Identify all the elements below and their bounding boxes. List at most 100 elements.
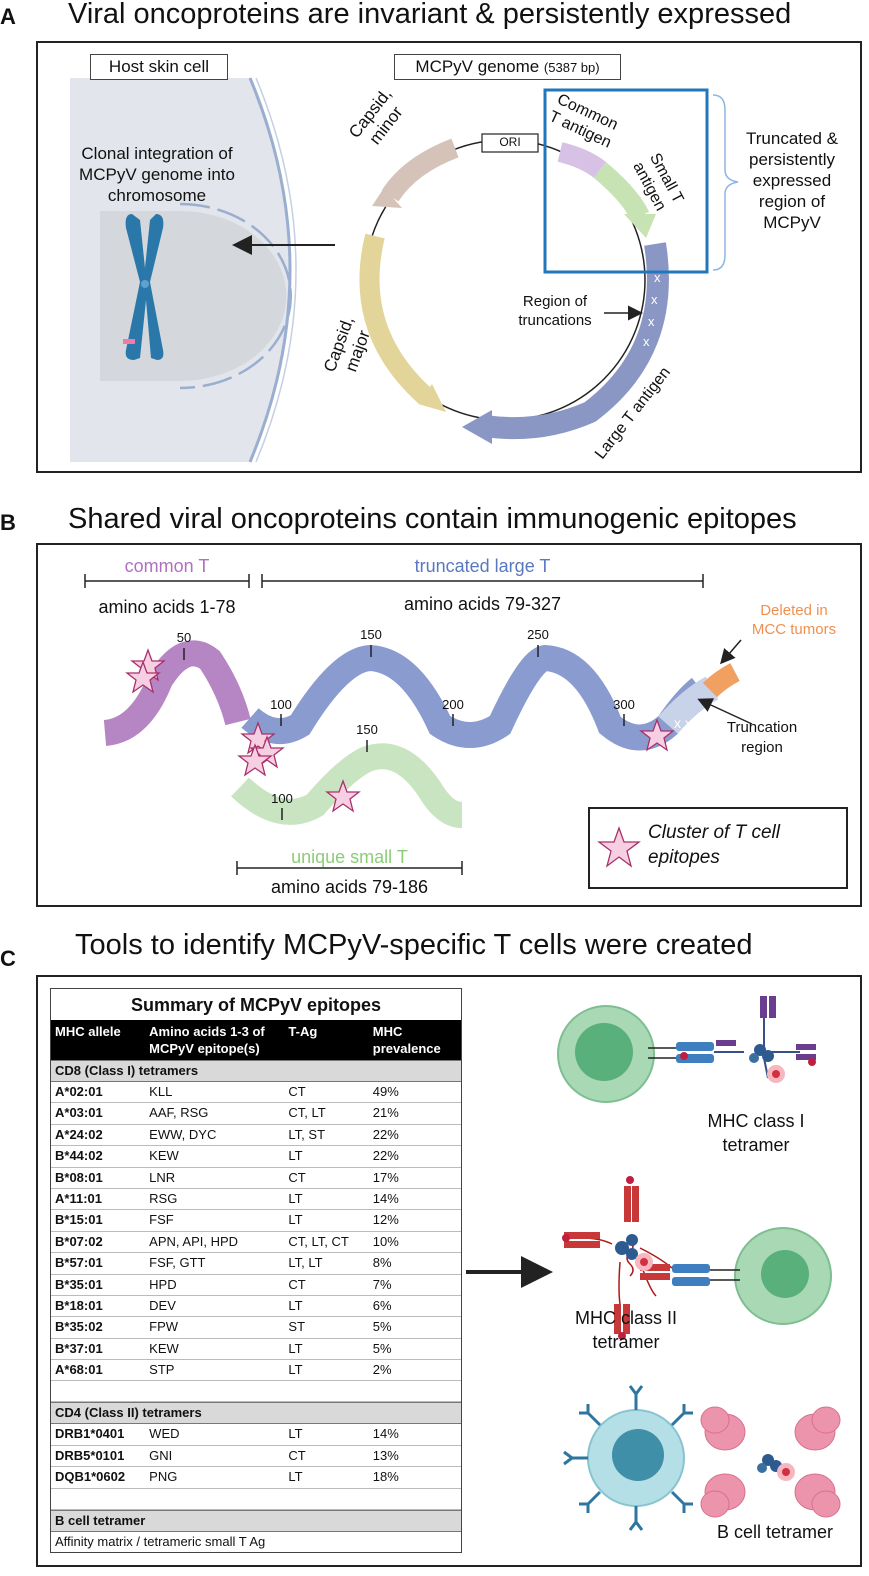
epitope-cell: KLL: [149, 1084, 173, 1099]
tick-label: 250: [527, 627, 549, 642]
svg-text:x x x: x x x: [674, 715, 703, 731]
prevalence-cell: 10%: [372, 1233, 399, 1249]
svg-text:x: x: [654, 270, 661, 285]
star-icon: [125, 660, 161, 694]
capsid-major-arc: [359, 233, 432, 404]
epitope-cell: KEW: [149, 1148, 179, 1164]
t-ag-cell: LT: [288, 1190, 303, 1206]
header-cell: T-Ag: [288, 1024, 318, 1039]
epitope-cell: KEW: [149, 1340, 179, 1356]
panel-b-title: Shared viral oncoproteins contain immuno…: [68, 503, 797, 535]
prevalence-cell: 13%: [372, 1447, 399, 1463]
prevalence-cell: 5%: [372, 1340, 392, 1356]
panel-a-diagram: x x x x: [70, 77, 739, 463]
epitope-cell: LNR: [149, 1169, 176, 1185]
cd4-section-header: CD4 (Class II) tetramers: [51, 1402, 461, 1425]
epitope-cell: WED: [149, 1426, 180, 1442]
prevalence-cell: 6%: [372, 1297, 392, 1313]
prevalence-cell: 2%: [372, 1362, 392, 1378]
blank-row: [51, 1489, 461, 1510]
large-t-label: truncated large T: [414, 556, 551, 576]
prevalence-cell: 22%: [372, 1126, 399, 1142]
epitope-cell: AAF, RSG: [149, 1105, 209, 1121]
mhc-allele-cell: B*35:02: [55, 1319, 103, 1335]
table-title: Summary of MCPyV epitopes: [130, 995, 382, 1015]
svg-text:x: x: [643, 334, 650, 349]
t-ag-cell: LT: [288, 1362, 303, 1378]
prevalence-cell: 5%: [372, 1319, 392, 1335]
small-t-arc: [593, 162, 650, 221]
mhc-allele-cell: B*37:01: [55, 1340, 103, 1356]
epitope-cell: APN, API, HPD: [149, 1233, 239, 1249]
prevalence-cell: 8%: [372, 1255, 392, 1271]
mhc-allele-cell: B*07:02: [55, 1233, 103, 1249]
mhc-allele-cell: A*03:01: [55, 1105, 103, 1121]
common-t-label: common T: [124, 556, 210, 576]
panel-a-title: Viral oncoproteins are invariant & persi…: [68, 0, 792, 30]
tick-label: 100: [270, 697, 292, 712]
panel-c-label: C: [0, 946, 16, 971]
t-ag-cell: CT, LT, CT: [288, 1233, 349, 1249]
prevalence-cell: 21%: [372, 1105, 399, 1121]
epitope-cell: RSG: [149, 1190, 178, 1206]
prevalence-cell: 18%: [372, 1469, 399, 1485]
star-icon: [325, 779, 361, 813]
panel-a-label: A: [0, 4, 16, 29]
epitope-cell: FSF, GTT: [149, 1255, 206, 1271]
genome-size: (5387 bp): [543, 60, 600, 75]
prevalence-cell: 12%: [372, 1212, 399, 1228]
ori-box: [481, 133, 539, 153]
large-t-wave: [241, 644, 709, 751]
prevalence-cell: 14%: [372, 1190, 399, 1206]
cd8-section-header: CD8 (Class I) tetramers: [51, 1060, 461, 1082]
t-ag-cell: CT: [288, 1084, 306, 1099]
t-ag-cell: LT: [288, 1297, 303, 1313]
large-t-arc: [483, 242, 669, 440]
common-t-range: amino acids 1-78: [98, 597, 236, 617]
prevalence-cell: 22%: [372, 1148, 399, 1164]
tick-label: 150: [360, 627, 382, 642]
mhc-allele-cell: DQB1*0602: [55, 1469, 126, 1485]
epitope-cell: EWW, DYC: [149, 1126, 217, 1142]
chromosome-icon: [123, 214, 164, 360]
mhc-allele-cell: A*68:01: [55, 1362, 103, 1378]
legend-star-icon: [597, 826, 641, 868]
t-ag-cell: LT, LT: [288, 1255, 323, 1271]
t-ag-cell: CT: [288, 1276, 306, 1292]
panel-c-title: Tools to identify MCPyV-specific T cells…: [75, 929, 753, 961]
truncation-hatch: [658, 676, 719, 734]
b-cell-tetramer-icon: [563, 1385, 841, 1531]
mhc-allele-cell: B*18:01: [55, 1297, 103, 1313]
host-cell-label: Host skin cell: [90, 54, 228, 80]
b-cell-label: B cell tetramer: [716, 1522, 834, 1542]
table-row: B*07:02 APN, API, HPD CT, LT, CT 10%: [51, 1232, 461, 1254]
t-ag-cell: LT: [288, 1426, 303, 1442]
genome-name: MCPyV genome: [415, 57, 540, 76]
svg-text:x: x: [648, 314, 655, 329]
star-icon: [639, 718, 675, 752]
table-row: Affinity matrix / tetrameric small T Ag: [51, 1532, 461, 1552]
t-ag-cell: ST: [288, 1319, 306, 1335]
t-ag-cell: LT: [288, 1340, 303, 1356]
epitope-cell: GNI: [149, 1447, 173, 1463]
small-t-range: amino acids 79-186: [270, 877, 429, 897]
prevalence-cell: 14%: [372, 1426, 399, 1442]
